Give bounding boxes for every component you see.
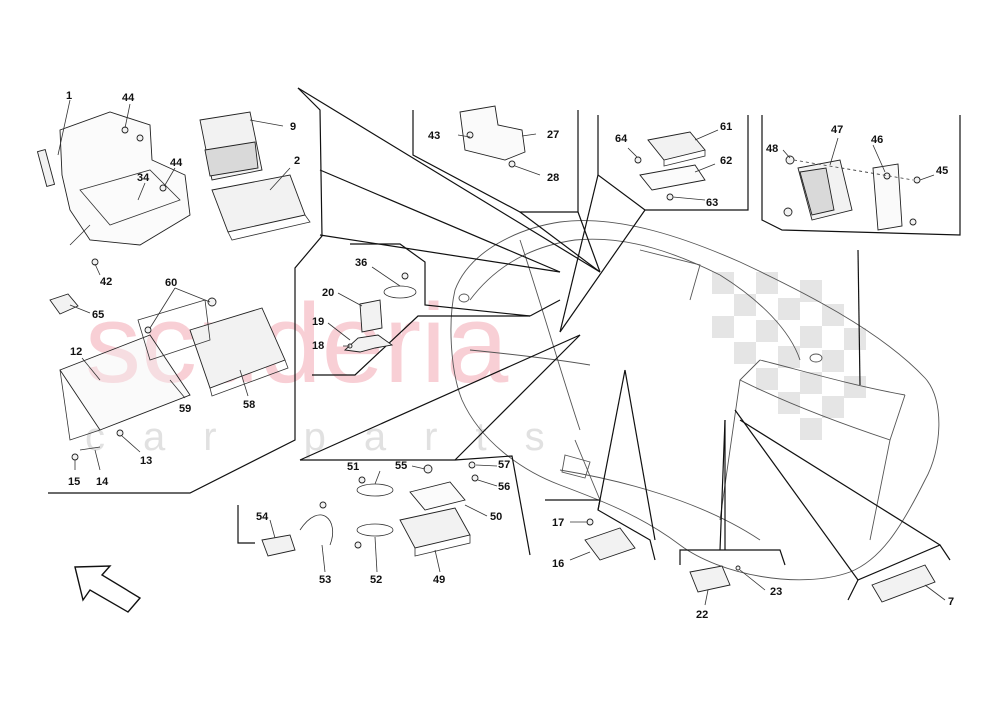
divider-bottom-22 <box>679 549 786 566</box>
label-64: 64 <box>615 133 628 145</box>
label-17: 17 <box>552 517 564 529</box>
label-12: 12 <box>70 346 82 358</box>
label-49: 49 <box>433 574 445 586</box>
label-14: 14 <box>96 476 109 488</box>
label-57: 57 <box>498 459 510 471</box>
callouts-top-left <box>57 99 291 276</box>
callouts-part-7 <box>924 584 946 601</box>
label-60: 60 <box>165 277 177 289</box>
label-19: 19 <box>312 316 324 328</box>
group-ecu-top-right-center <box>634 131 706 201</box>
group-part-16 <box>584 518 636 561</box>
group-ecu-bottom-center <box>261 461 479 557</box>
divider-middle-upper <box>350 243 531 317</box>
label-55: 55 <box>395 460 407 472</box>
label-18: 18 <box>312 340 324 352</box>
callouts-ecu-bottom-center <box>269 464 498 573</box>
part-labels: 1 44 44 9 2 34 42 65 60 12 59 58 13 15 1… <box>66 90 954 621</box>
group-part-22 <box>689 565 741 593</box>
direction-arrow-icon <box>74 565 142 613</box>
label-61: 61 <box>720 121 732 133</box>
callouts-module-top-right <box>782 137 935 181</box>
group-bracket-top-left <box>36 111 311 266</box>
label-13: 13 <box>140 455 152 467</box>
label-42: 42 <box>100 276 112 288</box>
label-20: 20 <box>322 287 334 299</box>
label-48: 48 <box>766 143 778 155</box>
group-module-top-right <box>783 155 921 231</box>
label-1: 1 <box>66 90 72 102</box>
label-22: 22 <box>696 609 708 621</box>
label-44-top: 44 <box>122 92 135 104</box>
label-46: 46 <box>871 134 883 146</box>
label-53: 53 <box>319 574 331 586</box>
leader-lines <box>297 87 941 581</box>
label-51: 51 <box>347 461 359 473</box>
label-56: 56 <box>498 481 510 493</box>
callouts-part-22 <box>704 569 766 606</box>
callouts-top-center <box>457 133 541 176</box>
label-9: 9 <box>290 121 296 133</box>
group-module-left <box>49 293 289 461</box>
label-45: 45 <box>936 165 948 177</box>
callouts-part-16 <box>569 521 591 561</box>
label-23: 23 <box>770 586 782 598</box>
label-63: 63 <box>706 197 718 209</box>
label-7: 7 <box>948 596 954 608</box>
divider-bottom-7 <box>847 544 951 601</box>
group-bracket-top-center <box>459 105 526 168</box>
label-58: 58 <box>243 399 255 411</box>
label-43: 43 <box>428 130 440 142</box>
label-59: 59 <box>179 403 191 415</box>
label-27: 27 <box>547 129 559 141</box>
label-47: 47 <box>831 124 843 136</box>
label-50: 50 <box>490 511 502 523</box>
label-52: 52 <box>370 574 382 586</box>
group-part-7 <box>871 564 936 603</box>
label-65: 65 <box>92 309 104 321</box>
group-sensor-middle <box>343 272 417 353</box>
label-34: 34 <box>137 172 150 184</box>
label-15: 15 <box>68 476 80 488</box>
label-2: 2 <box>294 155 300 167</box>
callouts-ecu-top-right-center <box>627 129 719 201</box>
divider-top-right <box>761 115 961 236</box>
checkered-flag-watermark <box>712 272 866 440</box>
divider-bottom-center <box>237 455 531 556</box>
label-44-mid: 44 <box>170 157 183 169</box>
car-outline <box>450 220 940 581</box>
label-36: 36 <box>355 257 367 269</box>
label-62: 62 <box>720 155 732 167</box>
callouts-module-left <box>69 287 249 471</box>
label-16: 16 <box>552 558 564 570</box>
watermark-subtitle: car parts <box>85 415 583 459</box>
label-28: 28 <box>547 172 559 184</box>
label-54: 54 <box>256 511 269 523</box>
divider-left <box>48 87 323 494</box>
callouts-sensor-middle <box>327 266 401 347</box>
